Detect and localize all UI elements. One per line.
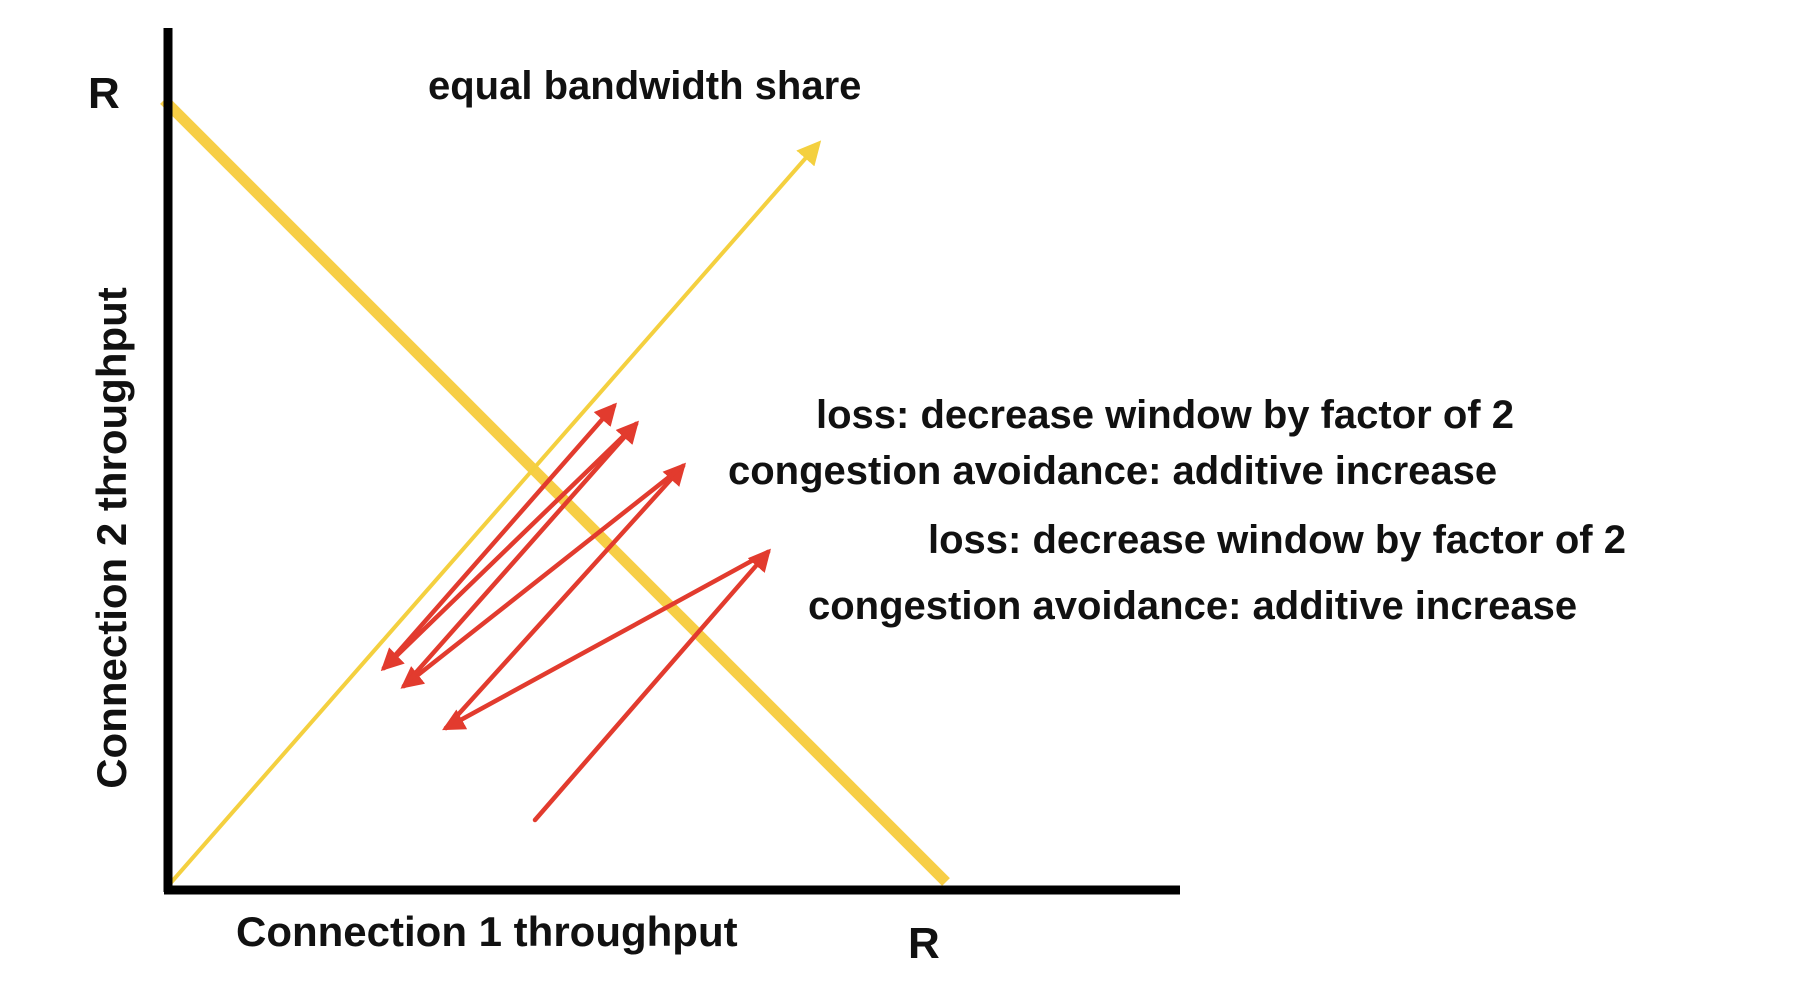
annotation-congestion-avoidance-2: congestion avoidance: additive increase: [808, 584, 1577, 628]
loss-decrease-arrow-3: [380, 421, 639, 672]
equal-share-line: [166, 140, 822, 888]
additive-increase-arrow-3: [401, 420, 639, 689]
full-utilization-line: [160, 96, 950, 886]
annotation-congestion-avoidance-1: congestion avoidance: additive increase: [728, 449, 1497, 493]
annotation-loss-1: loss: decrease window by factor of 2: [816, 393, 1514, 437]
y-axis-title: Connection 2 throughput: [88, 287, 135, 789]
trajectory-arrows: [380, 402, 771, 823]
additive-increase-arrow-1: [532, 548, 771, 823]
loss-decrease-arrow-1: [442, 549, 771, 731]
x-axis-max-label: R: [908, 919, 940, 968]
loss-decrease-arrow-2: [400, 463, 686, 689]
annotation-loss-2: loss: decrease window by factor of 2: [928, 518, 1626, 562]
equal-share-label: equal bandwidth share: [428, 64, 861, 108]
x-axis-title: Connection 1 throughput: [236, 908, 738, 955]
additive-increase-arrow-2: [443, 462, 687, 731]
y-axis-max-label: R: [88, 69, 120, 118]
additive-increase-arrow-4: [381, 402, 617, 671]
